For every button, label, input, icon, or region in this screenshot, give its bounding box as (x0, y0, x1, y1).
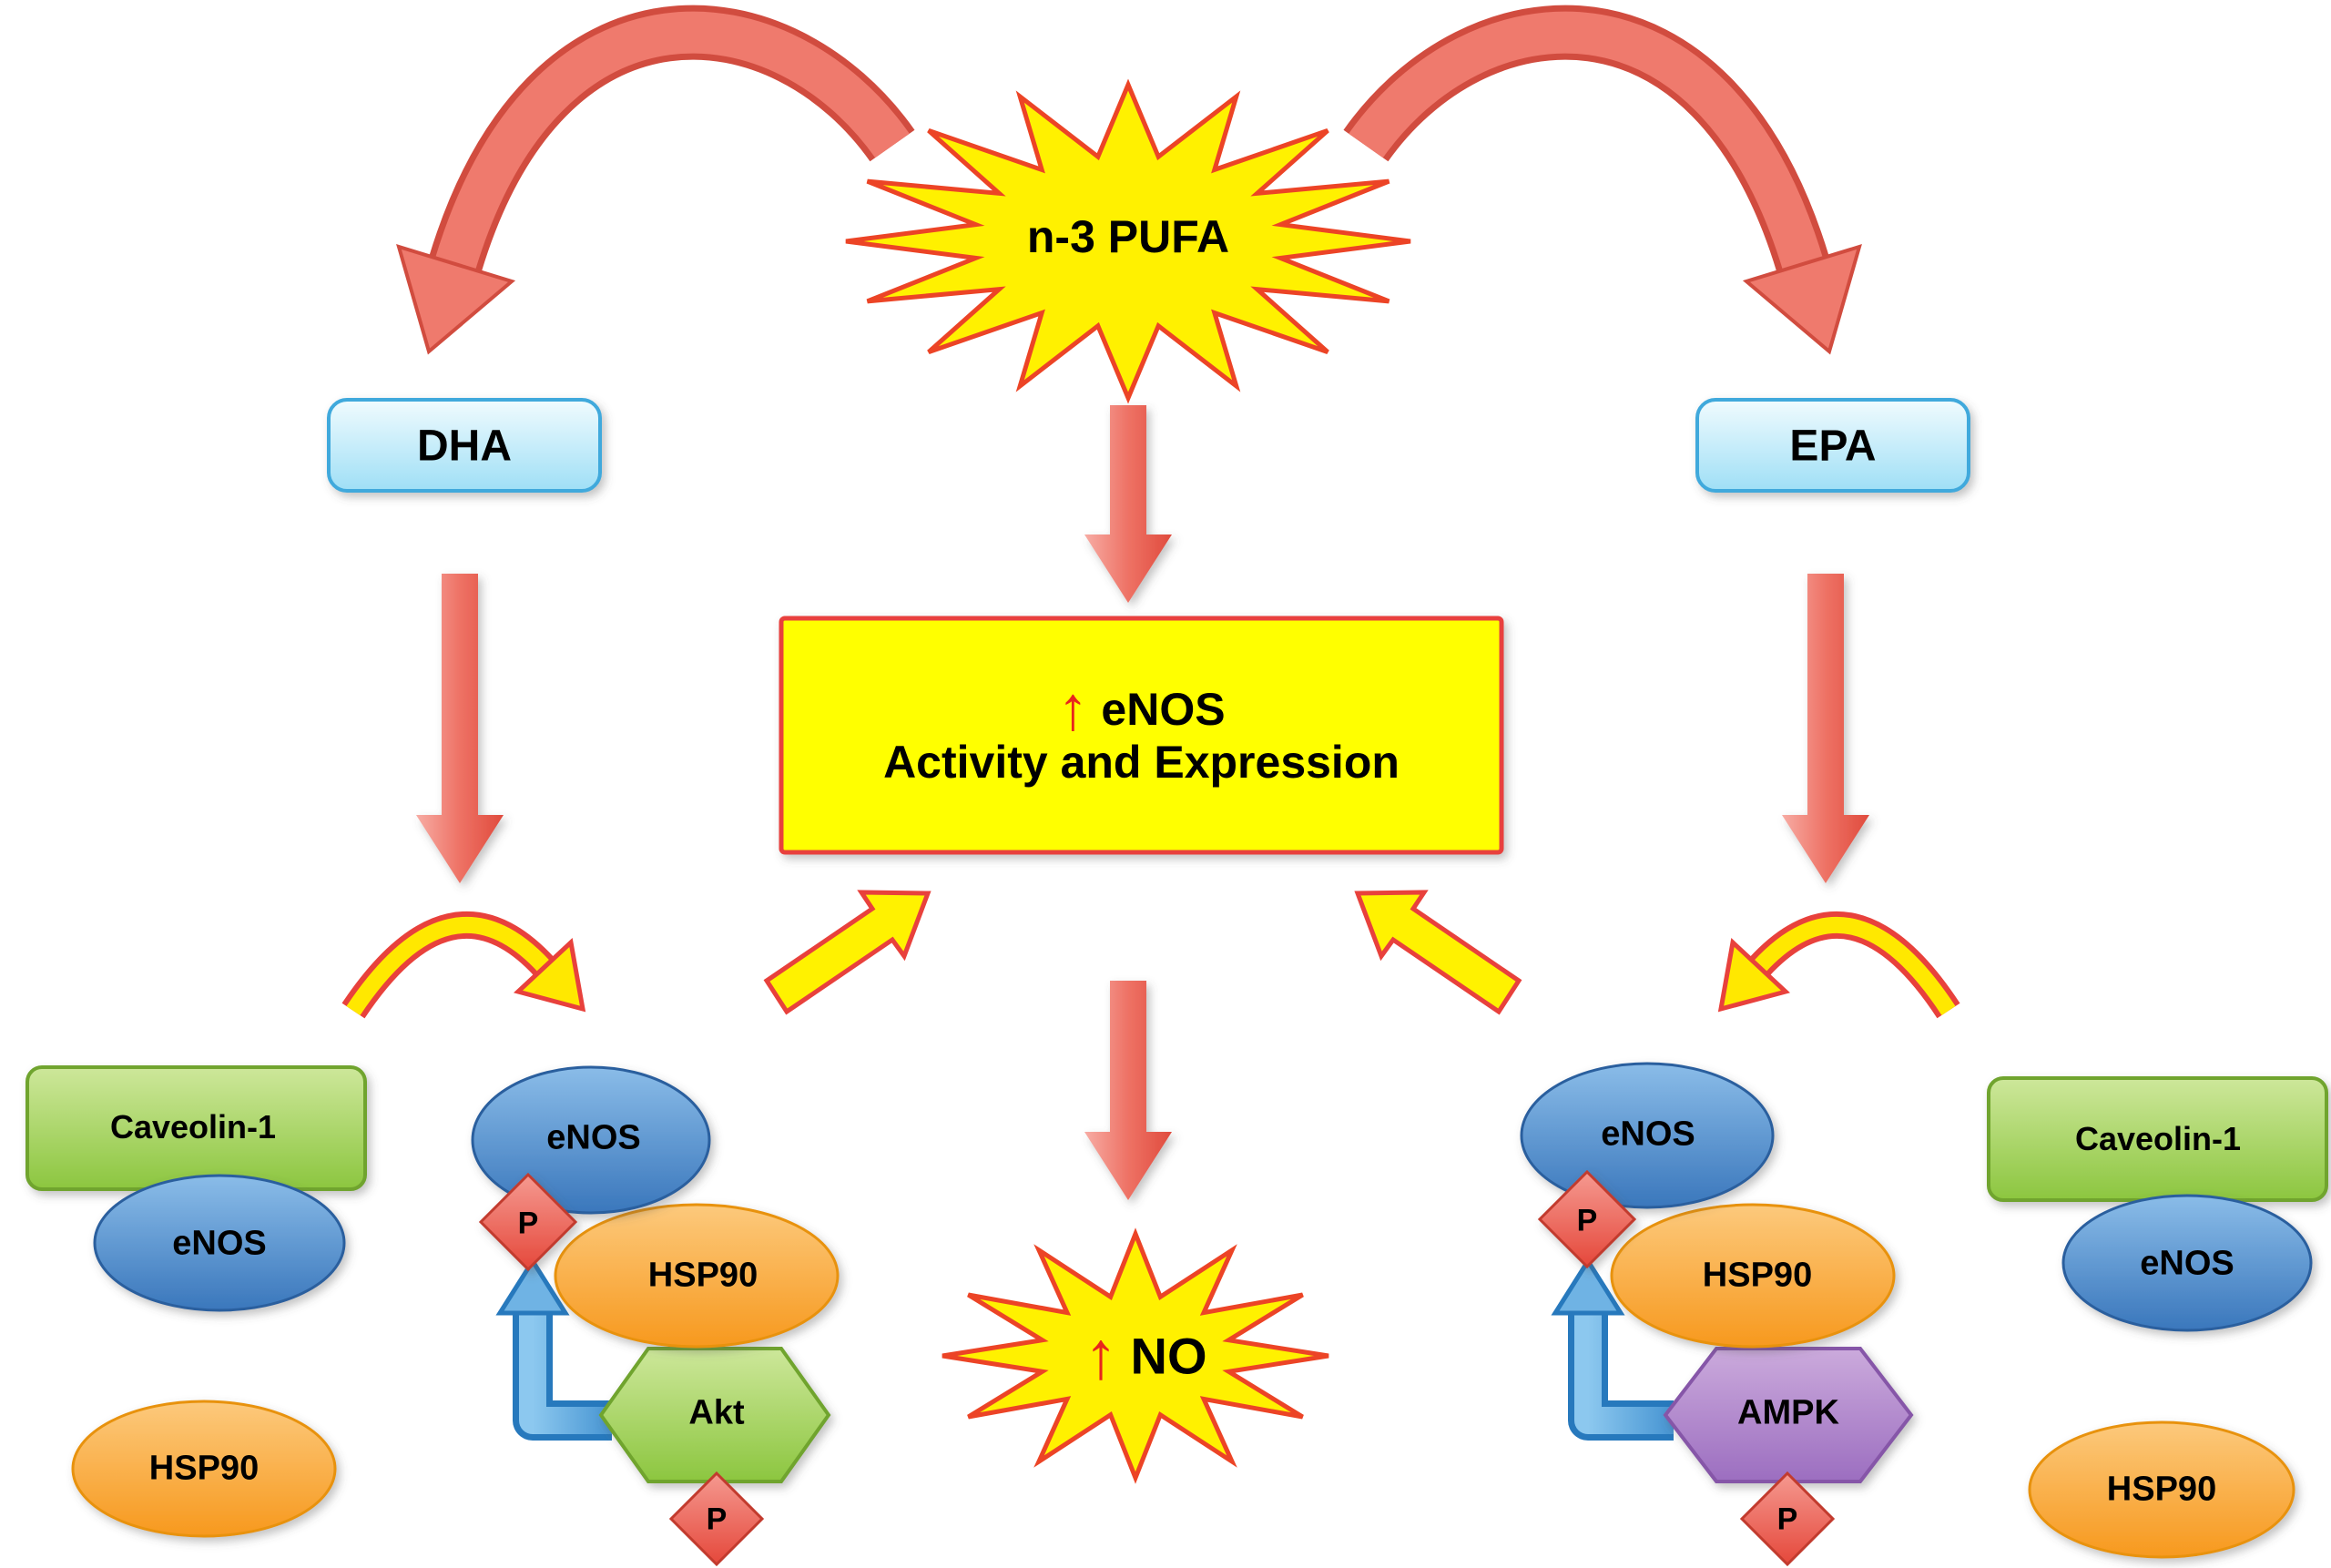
caveolin1-left-label: Caveolin-1 (109, 1108, 277, 1145)
curved-arrow-pufa-to-dha (396, 5, 915, 355)
enos-ellipse-right1 (1520, 1062, 1775, 1209)
up-arrow-icon: ↑ (1084, 1317, 1118, 1393)
enos-box-title: eNOS (1101, 683, 1226, 735)
hsp90-ellipse-left2 (554, 1203, 840, 1349)
hsp90-ellipse-right2 (2028, 1420, 2295, 1559)
enos-activity-box (779, 616, 1504, 855)
akt-hexagon (598, 1347, 831, 1483)
curved-arrowhead-right (1742, 244, 1862, 355)
hsp90-ellipse-left1 (71, 1400, 337, 1538)
caveolin1-right-label: Caveolin-1 (2074, 1120, 2242, 1157)
hsp90-left2-label: HSP90 (647, 1256, 758, 1295)
arrow-enosbox-to-no (1084, 981, 1172, 1200)
ampk-label: AMPK (1737, 1393, 1839, 1432)
hsp90-left1-label: HSP90 (148, 1449, 260, 1488)
enos-left1-label: eNOS (172, 1224, 267, 1263)
up-arrow-icon: ↑ (1057, 673, 1089, 743)
epa-label: EPA (1789, 422, 1877, 471)
enos-left2-label: eNOS (546, 1118, 641, 1157)
enos-box-subtitle: Activity and Expression (883, 736, 1400, 788)
phospho-diamond-left-top (478, 1172, 578, 1272)
arrow-pufa-to-enosbox (1084, 405, 1172, 603)
phospho-diamond-left-bottom (668, 1471, 765, 1567)
hsp90-ellipse-right1 (1610, 1203, 1896, 1349)
yellow-diagonal-arrow-left (763, 890, 931, 1015)
phospho-left-bottom-label: P (706, 1502, 728, 1537)
hsp90-right2-label: HSP90 (2106, 1470, 2217, 1509)
enos-right1-label: eNOS (1601, 1115, 1695, 1154)
phospho-diamond-right-bottom (1739, 1471, 1836, 1567)
arrow-epa-down (1782, 574, 1869, 883)
akt-label: Akt (688, 1393, 745, 1432)
dha-label: DHA (417, 422, 512, 471)
dha-node (327, 398, 602, 493)
yellow-diagonal-arrow-right (1354, 890, 1522, 1015)
enos-box-line1: ↑ eNOS (1057, 673, 1226, 743)
hsp90-right1-label: HSP90 (1702, 1256, 1813, 1295)
curved-arrow-pufa-to-epa (1343, 5, 1862, 355)
yellow-curved-arrow-left (341, 911, 586, 1019)
curved-arrowhead-left (396, 244, 516, 355)
yellow-curved-arrow-right (1717, 911, 1960, 1019)
no-text: NO (1130, 1327, 1207, 1385)
phospho-right-top-label: P (1576, 1203, 1598, 1238)
no-label: ↑ NO (1084, 1317, 1207, 1393)
arrow-dha-down (416, 574, 504, 883)
phospho-left-top-label: P (517, 1206, 539, 1241)
enos-ellipse-left1 (93, 1174, 346, 1312)
phospho-right-bottom-label: P (1776, 1502, 1798, 1537)
bent-arrow-ampk (1551, 1257, 1674, 1441)
ampk-hexagon (1663, 1347, 1914, 1483)
enos-right2-label: eNOS (2140, 1244, 2234, 1283)
enos-box-text: ↑ eNOS Activity and Expression (781, 618, 1501, 852)
bent-arrow-akt (495, 1257, 612, 1441)
epa-node (1695, 398, 1970, 493)
enos-ellipse-right2 (2061, 1194, 2313, 1332)
phospho-diamond-right-top (1537, 1169, 1637, 1269)
n3-pufa-label: n-3 PUFA (1026, 211, 1230, 262)
